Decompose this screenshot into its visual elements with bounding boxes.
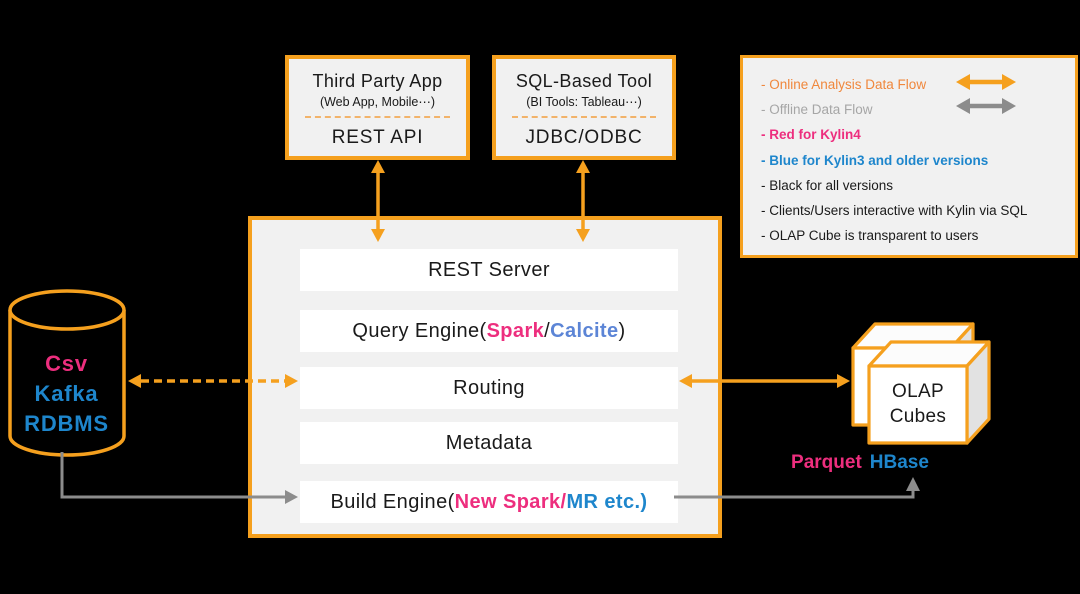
server-row-query-engine: Query Engine(Spark/Calcite) — [300, 310, 678, 352]
server-row-routing: Routing — [300, 367, 678, 409]
text-segment: REST Server — [428, 258, 550, 281]
text-segment: Spark — [486, 319, 545, 342]
olap-cubes-label-line1: OLAP — [892, 381, 944, 402]
text-segment: MR etc.) — [566, 490, 648, 513]
client-box-title: Third Party App — [312, 71, 443, 91]
text-segment: Query Engine( — [352, 319, 487, 342]
legend-item-black-all: - Black for all versions — [761, 177, 894, 193]
kylin-server-box: REST Server Query Engine(Spark/Calcite) … — [248, 216, 722, 538]
data-source-csv: Csv — [45, 351, 88, 376]
data-source-kafka: Kafka — [34, 381, 99, 406]
text-segment: New Spark/ — [454, 490, 567, 513]
data-source-rdbms: RDBMS — [24, 411, 109, 436]
legend-item-blue-kylin3: - Blue for Kylin3 and older versions — [761, 152, 989, 168]
text-segment: / — [544, 319, 551, 342]
third-party-app-box: Third Party App (Web App, Mobile⋯) REST … — [285, 55, 470, 160]
client-box-interface: REST API — [331, 127, 424, 148]
legend-panel: - Online Analysis Data Flow - Offline Da… — [740, 55, 1078, 258]
server-row-rest-server: REST Server — [300, 249, 678, 291]
client-box-subtitle: (BI Tools: Tableau⋯) — [526, 95, 642, 109]
legend-item-red-kylin4: - Red for Kylin4 — [761, 127, 861, 143]
text-segment: Routing — [453, 376, 525, 399]
storage-format-labels: Parquet HBase — [780, 452, 940, 474]
olap-cubes-label-line2: Cubes — [889, 406, 947, 427]
client-box-interface: JDBC/ODBC — [525, 127, 643, 148]
dashed-separator — [305, 116, 450, 118]
data-sources-labels: Csv Kafka RDBMS — [8, 349, 125, 439]
client-box-subtitle: (Web App, Mobile⋯) — [319, 95, 436, 109]
server-row-build-engine: Build Engine(New Spark/MR etc.) — [300, 481, 678, 523]
text-segment: ) — [618, 319, 626, 342]
sql-based-tool-box: SQL-Based Tool (BI Tools: Tableau⋯) JDBC… — [492, 55, 676, 160]
text-segment: Calcite — [550, 319, 619, 342]
olap-cubes-label: OLAP Cubes — [869, 379, 967, 429]
legend-item-online-flow: - Online Analysis Data Flow — [761, 77, 927, 92]
legend-item-clients-sql: - Clients/Users interactive with Kylin v… — [761, 203, 1028, 219]
client-box-title: SQL-Based Tool — [515, 71, 653, 91]
server-row-metadata: Metadata — [300, 422, 678, 464]
legend-item-offline-flow: - Offline Data Flow — [761, 102, 873, 118]
text-segment: Build Engine( — [330, 490, 455, 513]
text-segment: HBase — [869, 452, 929, 473]
dashed-separator — [512, 116, 656, 118]
legend-item-olap-transparent: - OLAP Cube is transparent to users — [761, 228, 979, 244]
text-segment: Parquet — [791, 452, 862, 473]
text-segment: Metadata — [445, 431, 533, 454]
